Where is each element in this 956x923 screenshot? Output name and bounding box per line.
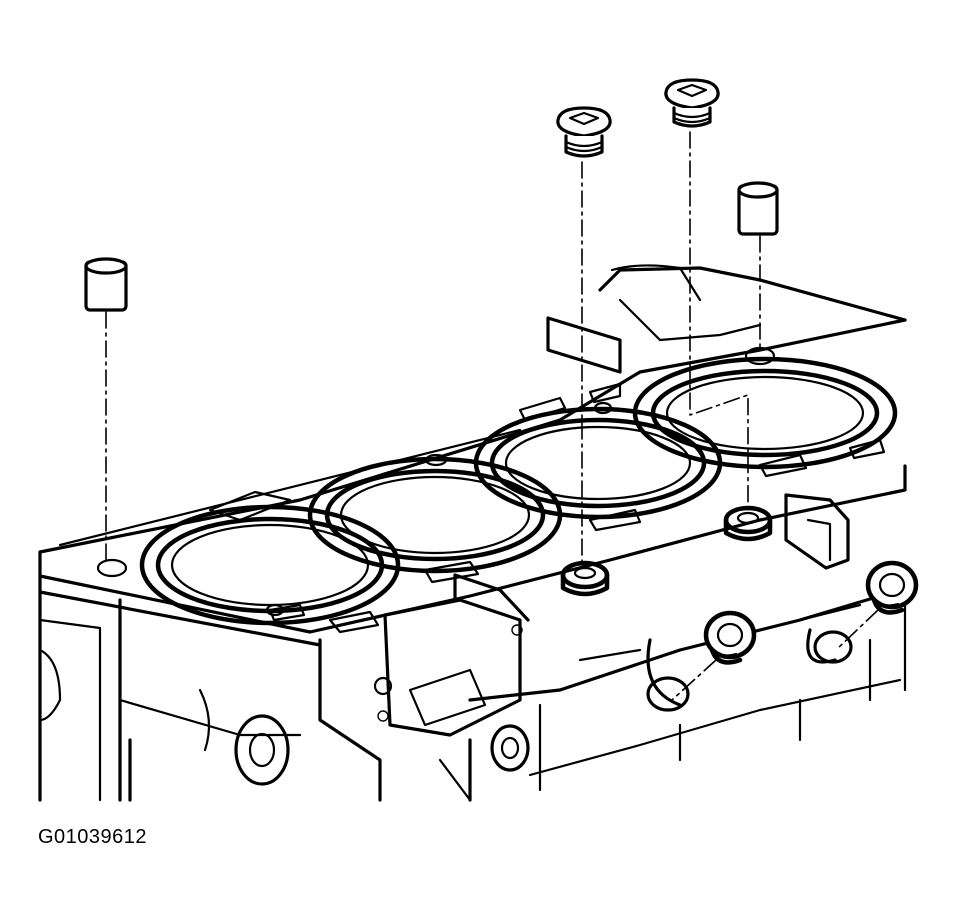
figure-id-label: G01039612 (38, 826, 148, 848)
oil-gallery-plug-side-1 (671, 610, 757, 701)
gasket-passages (208, 382, 886, 634)
deck-plug-boss-1 (560, 560, 610, 597)
engine-block (38, 264, 907, 802)
oil-gallery-plug-side-2 (835, 560, 919, 651)
cylinder-bore-3 (473, 406, 723, 520)
deck-plug-boss-2 (723, 505, 773, 542)
cylinder-bore-2 (307, 456, 563, 574)
dowel-pin-right (737, 181, 779, 349)
oil-gallery-plug-top-2 (664, 78, 749, 511)
dowel-pin-left (84, 257, 128, 561)
oil-gallery-plug-top-1 (556, 106, 612, 567)
cylinder-bore-4 (632, 356, 898, 470)
dowel-hole-left (96, 558, 128, 578)
dowel-hole-right (744, 346, 776, 366)
